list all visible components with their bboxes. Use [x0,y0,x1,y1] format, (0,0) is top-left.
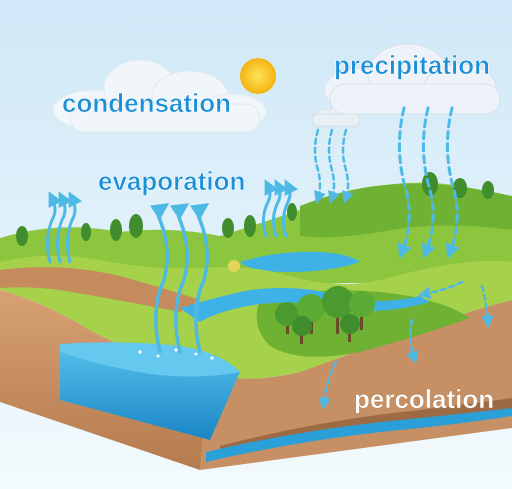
underground-water [206,408,512,462]
tree-icon [16,172,494,246]
water-sparkles [138,348,214,360]
soil-right-face [200,300,512,470]
lake [240,251,360,272]
arrow-down-icon [397,106,460,259]
water-top [60,342,240,377]
condensation-label: condensation [62,88,231,118]
cloud-icon [323,43,501,115]
soil-patch [0,267,200,312]
arrow-down-icon [313,128,354,204]
percolation-label: percolation [354,384,494,414]
arrow-up-icon [149,203,210,354]
precipitation-label: precipitation [334,50,490,80]
bush [228,260,240,272]
sun-icon [240,58,276,94]
evaporation-label: evaporation [98,166,245,196]
tree-icon [275,286,375,344]
arrow-up-icon [261,179,299,238]
arrow-up-icon [45,191,83,264]
river [180,288,430,322]
arrow-down-icon [318,280,494,411]
cloud-icon [52,59,267,133]
